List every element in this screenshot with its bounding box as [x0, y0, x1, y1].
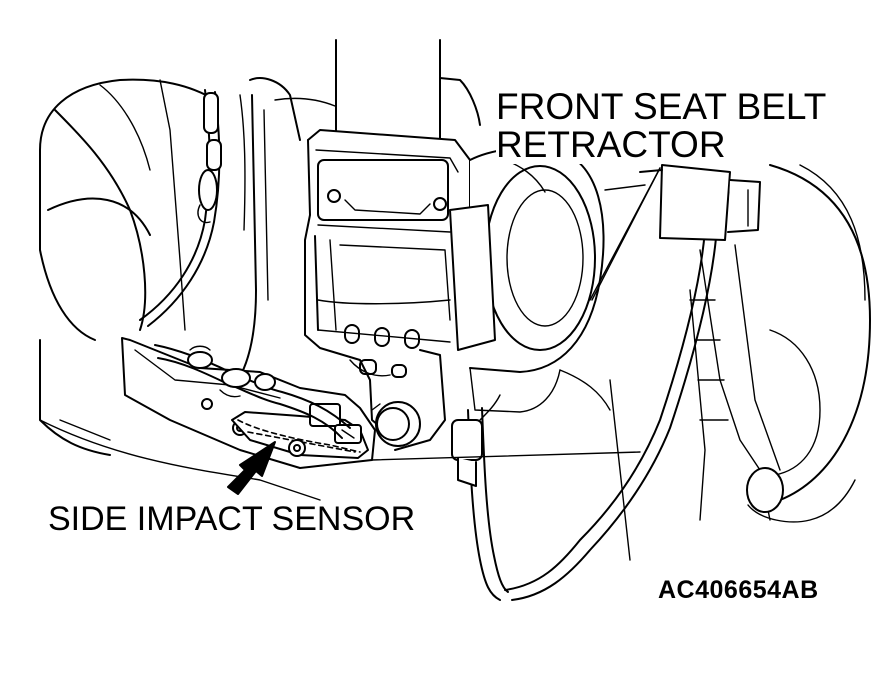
retractor-spool [449, 147, 605, 413]
retractor-body [304, 129, 471, 451]
anchor-bolt [371, 401, 421, 447]
upper-connector [589, 164, 761, 301]
retractor-callout-line2: RETRACTOR [496, 124, 726, 165]
figure-code: AC406654AB [658, 576, 819, 604]
sensor-callout: SIDE IMPACT SENSOR [48, 502, 420, 536]
sensor-arrow-icon [227, 441, 276, 495]
wheel-arch-trim [689, 164, 871, 523]
side-impact-sensor [231, 403, 369, 459]
callout-leaders [591, 167, 661, 301]
retractor-callout-line1: FRONT SEAT BELT [496, 86, 827, 127]
retractor-leader-line [591, 167, 661, 301]
upper-wire-harness [139, 89, 246, 327]
sensor-wire-harness [154, 344, 351, 439]
retractor-callout: FRONT SEAT BELT RETRACTOR [496, 86, 831, 165]
